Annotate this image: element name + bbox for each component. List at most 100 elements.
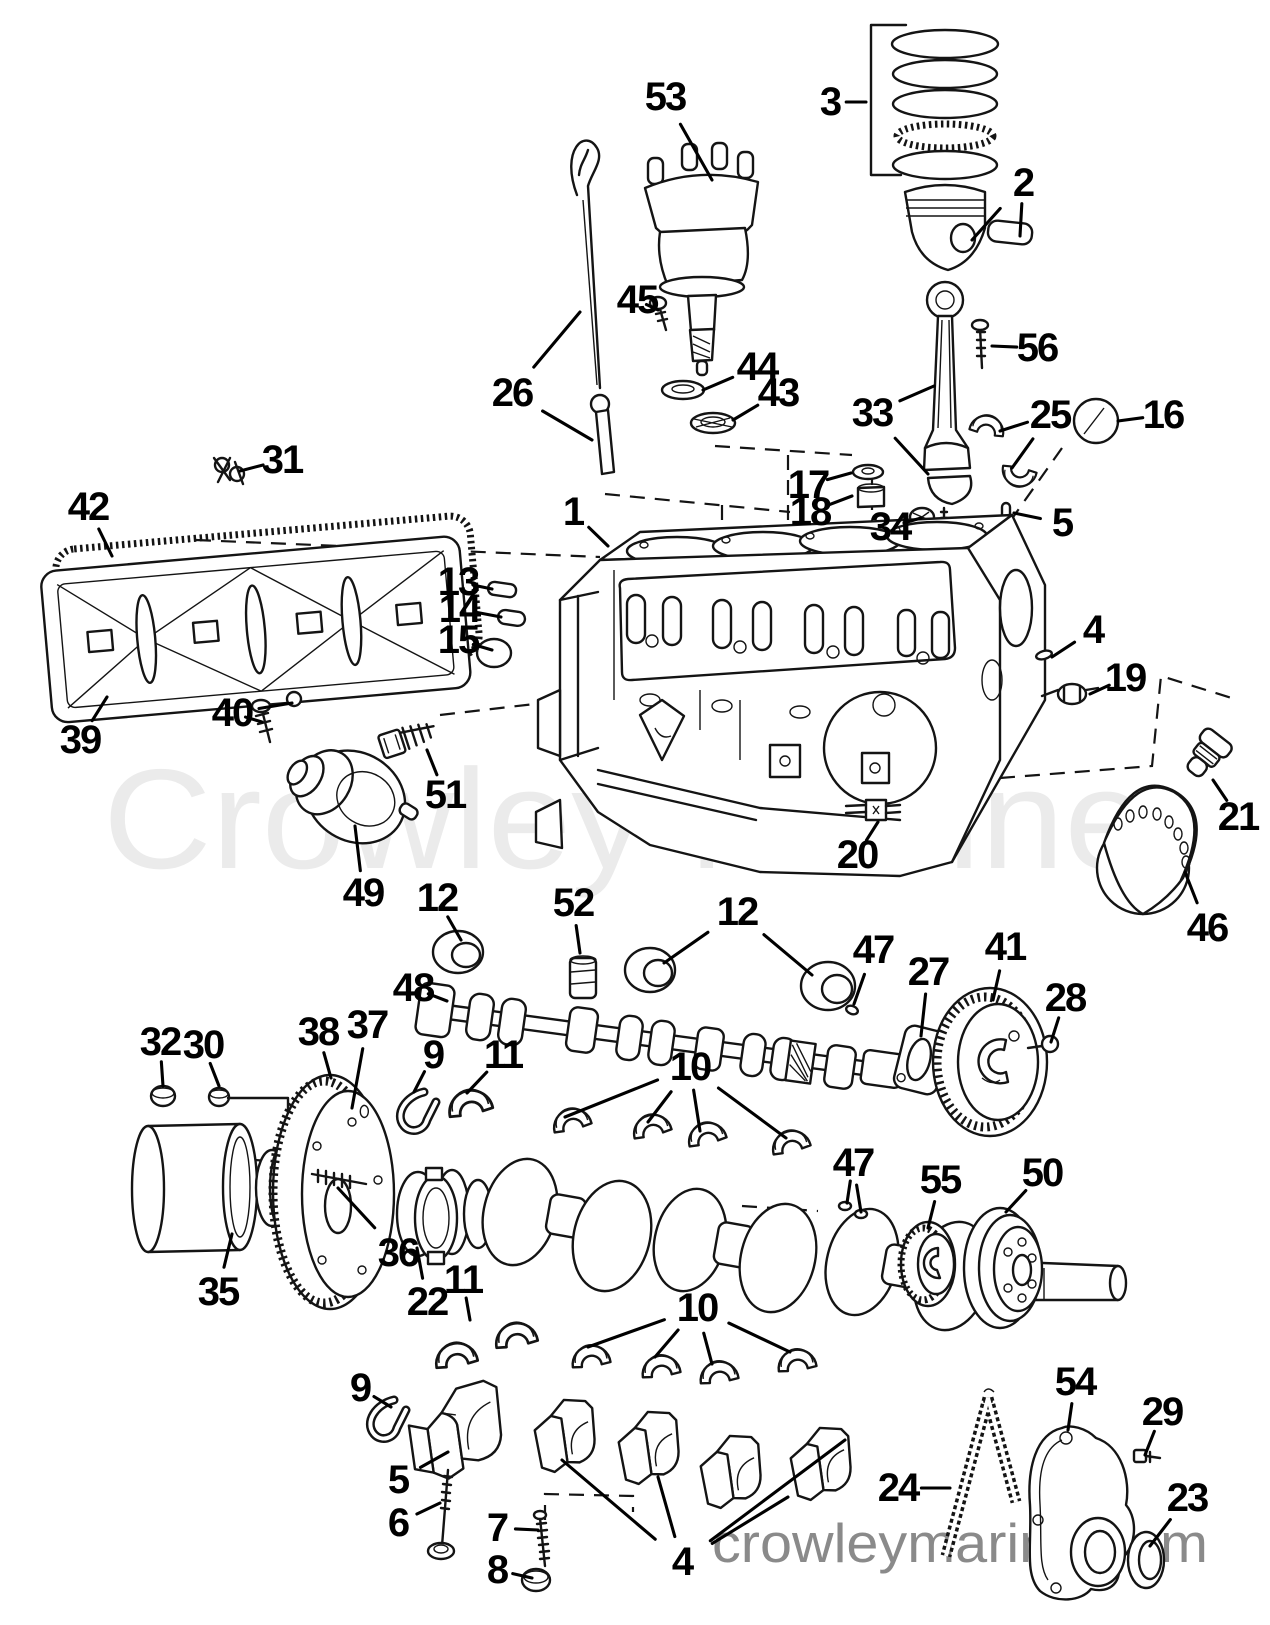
callout-4: 4	[672, 1540, 695, 1584]
main-shell-10c	[683, 1116, 728, 1149]
leader-line-12	[662, 930, 710, 965]
callout-5: 5	[388, 1458, 410, 1502]
rod-bearing-shell-lower	[998, 463, 1038, 492]
main-shell-10h	[774, 1345, 818, 1374]
leader-line-4	[656, 1475, 677, 1539]
leader-line-50	[1004, 1189, 1028, 1214]
leader-line-33	[893, 436, 930, 476]
callout-35: 35	[198, 1270, 240, 1314]
leader-line-25	[998, 420, 1030, 433]
leader-line-4	[710, 1495, 790, 1545]
leader-line-33	[898, 384, 936, 403]
leader-line-47	[852, 972, 867, 1006]
timing-cover-54	[1028, 1425, 1136, 1601]
callout-9: 9	[423, 1033, 444, 1077]
callout-33: 33	[852, 391, 893, 435]
leader-line-47	[845, 1179, 852, 1205]
callout-15: 15	[438, 618, 480, 662]
leader-line-4	[1050, 640, 1077, 659]
callout-47: 47	[833, 1141, 874, 1185]
washer-43	[689, 411, 737, 435]
callout-40: 40	[212, 691, 253, 735]
dipstick-tube	[589, 393, 616, 476]
valve-lifter-52	[568, 955, 598, 1000]
leader-line-41	[991, 969, 1002, 1002]
crank-pulley-50	[962, 1206, 1044, 1330]
leader-line-38	[322, 1051, 333, 1080]
ring-set-bracket	[869, 23, 908, 177]
callout-22: 22	[407, 1280, 448, 1324]
callout-13: 13	[438, 560, 479, 604]
leader-line-5	[1012, 511, 1042, 521]
leader-line-20	[864, 820, 880, 842]
callout-11: 11	[444, 1258, 484, 1302]
main-shell-11b2	[491, 1317, 540, 1351]
callout-36: 36	[378, 1231, 419, 1275]
leader-line-56	[990, 344, 1019, 349]
callout-8: 8	[487, 1548, 509, 1592]
piston-ring-set	[869, 23, 1000, 181]
leader-line-26	[541, 409, 594, 442]
callout-44: 44	[737, 345, 780, 389]
cap-bolt-6	[426, 1468, 456, 1561]
leader-line-14	[476, 611, 503, 619]
callout-1: 1	[563, 490, 585, 534]
callout-29: 29	[1142, 1390, 1183, 1434]
leader-line-29	[1143, 1429, 1156, 1457]
leader-line-47	[855, 1183, 863, 1214]
leader-line-30	[208, 1061, 221, 1088]
callout-31: 31	[262, 438, 304, 482]
leader-line-7	[513, 1527, 540, 1532]
rear-main-cap-5	[407, 1379, 503, 1480]
callout-9: 9	[350, 1366, 371, 1410]
leader-line-10	[702, 1331, 714, 1366]
callout-53: 53	[645, 75, 686, 119]
callout-11: 11	[484, 1033, 524, 1077]
expansion-plug-16	[1072, 397, 1120, 445]
side-cover-39	[40, 535, 472, 724]
rod-cap	[926, 474, 973, 506]
main-cap-4c	[695, 1431, 768, 1512]
cap-stud-7	[532, 1509, 551, 1568]
bolt-51	[377, 723, 435, 760]
front-seal-23	[1126, 1530, 1166, 1590]
block-web-diamond	[638, 698, 686, 762]
leader-line-18	[827, 494, 854, 507]
bushing-18	[856, 483, 886, 509]
leader-line-22	[415, 1246, 425, 1280]
timing-gear-41	[931, 986, 1049, 1138]
thrust-shim-9a	[400, 1092, 436, 1131]
leader-line-31	[238, 463, 265, 473]
harmonic-damper	[130, 1122, 259, 1254]
camshaft	[414, 981, 913, 1090]
callout-21: 21	[1218, 795, 1260, 839]
leader-line-10	[653, 1328, 680, 1359]
callout-47: 47	[853, 928, 894, 972]
leader-line-10	[716, 1086, 788, 1140]
leader-line-19	[1088, 683, 1111, 696]
valve-lifters	[625, 593, 951, 660]
leader-line-10	[692, 1088, 702, 1133]
cylinder-block	[534, 513, 1047, 878]
crank-gear-55	[897, 1220, 957, 1308]
callout-41: 41	[985, 925, 1027, 969]
block-front-bore	[822, 690, 938, 806]
dowel-4	[1035, 649, 1053, 661]
distributor-shaft	[686, 293, 718, 333]
callout-51: 51	[425, 773, 467, 817]
callout-54: 54	[1055, 1360, 1098, 1404]
callout-3: 3	[820, 80, 841, 124]
callout-7: 7	[487, 1506, 508, 1550]
leader-line-27	[919, 992, 928, 1038]
block-left-bracket	[558, 590, 600, 762]
main-shell-10g	[696, 1357, 740, 1386]
cam-bearing-12c	[799, 960, 857, 1012]
oil-sender-21	[1186, 727, 1233, 778]
callout-42: 42	[68, 485, 109, 529]
callout-30: 30	[183, 1023, 224, 1067]
leader-line-21	[1211, 778, 1229, 802]
wrist-pin	[986, 219, 1034, 246]
leader-line-4	[708, 1438, 847, 1543]
